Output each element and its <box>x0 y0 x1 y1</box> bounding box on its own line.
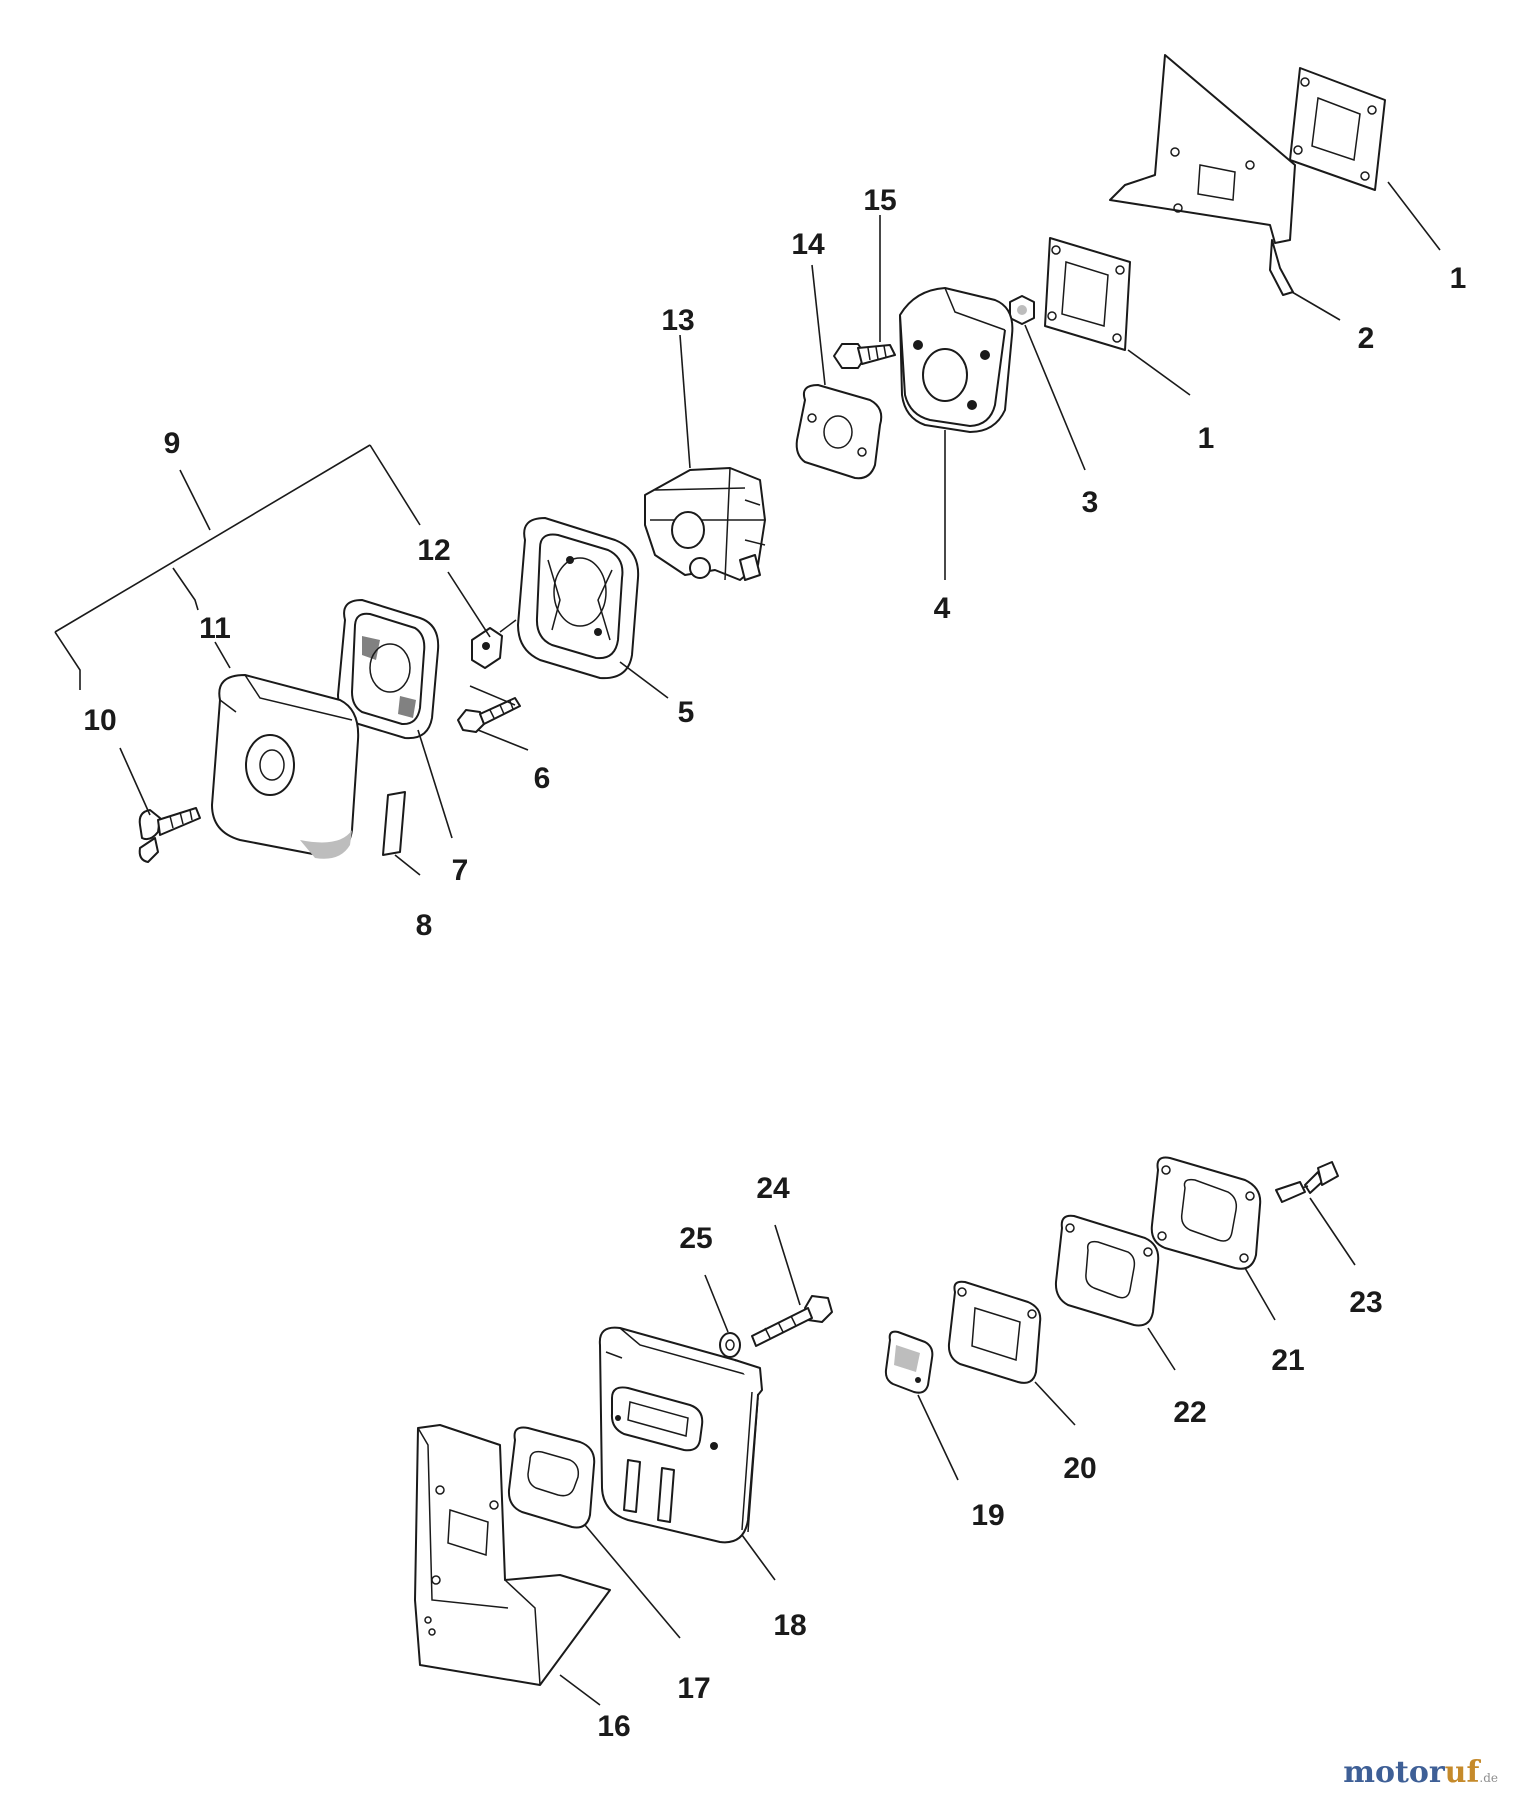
motoruf-watermark-logo: motoruf.de <box>1343 1755 1498 1790</box>
part-washer <box>719 1332 741 1358</box>
label-part-16: 16 <box>597 1710 630 1743</box>
part-label <box>382 791 406 856</box>
label-part-25: 25 <box>679 1222 712 1255</box>
label-part-11: 11 <box>199 612 231 645</box>
part-heat-shield <box>414 1424 611 1686</box>
part-bolt-6 <box>457 685 521 733</box>
label-part-22: 22 <box>1173 1396 1206 1429</box>
part-screw-upper <box>833 343 896 369</box>
label-part-5: 5 <box>678 696 695 729</box>
part-carburetor <box>644 467 766 581</box>
label-part-12: 12 <box>417 534 450 567</box>
part-long-bolt <box>751 1295 833 1347</box>
label-part-4: 4 <box>934 592 951 625</box>
part-gasket-20 <box>947 1280 1042 1384</box>
part-muffler <box>598 1326 763 1544</box>
label-part-1-top: 1 <box>1450 262 1467 295</box>
label-part-18: 18 <box>773 1609 806 1642</box>
label-part-9: 9 <box>164 427 181 460</box>
label-part-21: 21 <box>1271 1344 1304 1377</box>
label-part-14: 14 <box>791 228 825 261</box>
label-part-8: 8 <box>416 909 433 942</box>
part-wing-bolt <box>138 807 201 863</box>
label-part-1-lower: 1 <box>1198 422 1215 455</box>
part-insulator-block <box>899 287 1014 433</box>
part-nut <box>1009 295 1035 325</box>
label-part-15: 15 <box>863 184 896 217</box>
label-part-20: 20 <box>1063 1452 1096 1485</box>
part-screw-23 <box>1275 1161 1339 1203</box>
label-part-10: 10 <box>83 704 116 737</box>
label-part-17: 17 <box>677 1672 710 1705</box>
part-carb-gasket <box>795 384 883 480</box>
leader-lines <box>54 181 1441 1706</box>
part-exhaust-plate-21 <box>1150 1156 1262 1270</box>
part-air-cleaner-base <box>517 517 640 680</box>
logo-text-tld: .de <box>1479 1771 1498 1785</box>
part-number-labels: 1 2 1 3 4 5 6 7 8 9 10 11 12 13 14 15 16… <box>83 184 1466 1743</box>
part-gasket-17 <box>507 1426 596 1529</box>
label-part-7: 7 <box>452 854 469 887</box>
part-spark-plate-19 <box>884 1330 934 1394</box>
part-heat-shield-bracket <box>1109 54 1296 296</box>
part-bolt-12 <box>471 619 517 669</box>
label-part-3: 3 <box>1082 486 1099 519</box>
label-part-2: 2 <box>1358 322 1375 355</box>
part-gasket-lower <box>1044 237 1131 351</box>
part-gasket-22 <box>1054 1214 1160 1327</box>
label-part-24: 24 <box>756 1172 790 1205</box>
logo-text-uf: uf <box>1444 1755 1480 1790</box>
logo-text-motor: motor <box>1343 1755 1445 1790</box>
label-part-19: 19 <box>971 1499 1004 1532</box>
part-air-filter-element <box>337 599 440 740</box>
label-part-6: 6 <box>534 762 551 795</box>
part-air-cleaner-cover <box>211 674 360 859</box>
label-part-13: 13 <box>661 304 694 337</box>
label-part-23: 23 <box>1349 1286 1382 1319</box>
part-gasket-top <box>1289 67 1386 191</box>
